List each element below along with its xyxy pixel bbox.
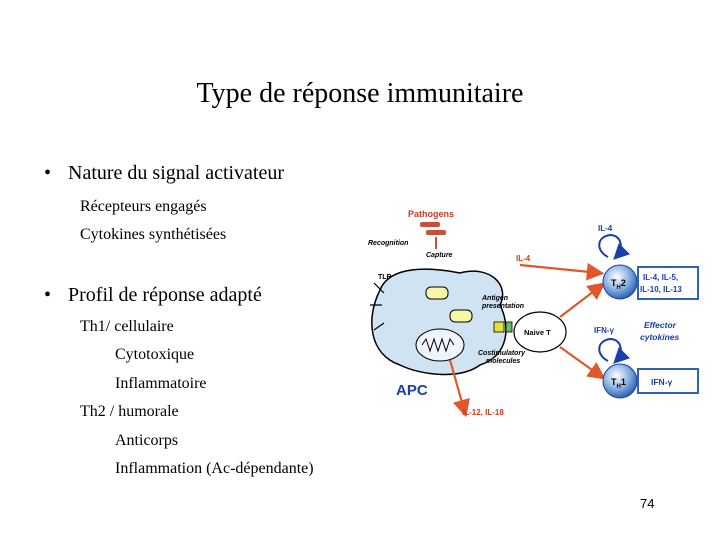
naive-t-cell xyxy=(513,311,567,353)
arrow-il4-to-th2 xyxy=(519,262,605,281)
tcr-receptor xyxy=(505,321,513,333)
label-effector-2: cytokines xyxy=(640,332,679,342)
label-pathogens: Pathogens xyxy=(408,209,454,219)
immune-response-diagram: Pathogens Recognition Capture TLRs APC A… xyxy=(368,209,699,418)
label-antigen-1: Antigen xyxy=(481,295,508,302)
label-ifn-mid: IFN-γ xyxy=(594,326,615,335)
label-recognition: Recognition xyxy=(368,240,408,247)
apc-protrusion xyxy=(370,282,385,331)
label-costim-1: Costimulatory xyxy=(478,350,526,357)
label-il12-il18: IL-12, IL-18 xyxy=(462,408,504,417)
endosome-2 xyxy=(449,309,473,323)
label-costim-2: molecules xyxy=(486,358,520,365)
label-th2: TH2 xyxy=(611,278,626,291)
th1-feedback-arrow xyxy=(598,337,631,364)
bullet-profil-reponse: • Profil de réponse adapté xyxy=(44,284,262,307)
bullet-symbol: • xyxy=(44,162,52,184)
label-th1-cyt: IFN-γ xyxy=(651,377,673,387)
th1-cytokine-box xyxy=(637,368,699,394)
mhc-receptor xyxy=(493,321,505,333)
apc-cell xyxy=(371,268,507,376)
sub-item-inflammatoire: Inflammatoire xyxy=(115,375,207,392)
sub-item-th2: Th2 / humorale xyxy=(80,403,179,420)
bullet-nature-signal: • Nature du signal activateur xyxy=(44,162,284,185)
label-capture: Capture xyxy=(426,252,453,259)
label-effector-1: Effector xyxy=(644,320,677,330)
label-apc: APC xyxy=(396,382,428,399)
label-th1: TH1 xyxy=(611,377,626,390)
label-th2-cyt-2: IL-10, IL-13 xyxy=(640,285,682,294)
sub-item-cytokines: Cytokines synthétisées xyxy=(80,226,227,243)
arrow-naive-to-th1 xyxy=(559,346,606,380)
endosome-1 xyxy=(425,286,449,300)
arrow-naive-to-th2 xyxy=(559,282,606,318)
sub-item-th1: Th1/ cellulaire xyxy=(80,318,174,335)
sub-item-cytotoxique: Cytotoxique xyxy=(115,346,195,363)
sub-item-recepteurs: Récepteurs engagés xyxy=(80,198,207,215)
label-tlrs: TLRs xyxy=(378,274,396,281)
th2-cytokine-box xyxy=(637,266,699,300)
slide-title: Type de réponse immunitaire xyxy=(196,78,524,109)
label-antigen-2: presentation xyxy=(481,303,524,310)
label-il4-top: IL-4 xyxy=(598,224,613,233)
th2-feedback-arrow xyxy=(598,233,631,260)
sub-item-anticorps: Anticorps xyxy=(115,432,179,449)
pathogen-shape-2 xyxy=(426,230,446,235)
dna-signal xyxy=(421,337,455,353)
label-il4-mid: IL-4 xyxy=(516,254,531,263)
arrow-il12 xyxy=(448,359,470,418)
label-th2-cyt-1: IL-4, IL-5, xyxy=(643,273,678,282)
label-naive-t: Naive T xyxy=(524,328,551,337)
bullet-text: Profil de réponse adapté xyxy=(68,284,262,306)
bullet-text: Nature du signal activateur xyxy=(68,162,285,184)
pathogen-shape-1 xyxy=(420,222,440,227)
sub-item-inflammation: Inflammation (Ac-dépendante) xyxy=(115,460,314,477)
page-number: 74 xyxy=(640,496,655,511)
bullet-symbol: • xyxy=(44,284,52,306)
